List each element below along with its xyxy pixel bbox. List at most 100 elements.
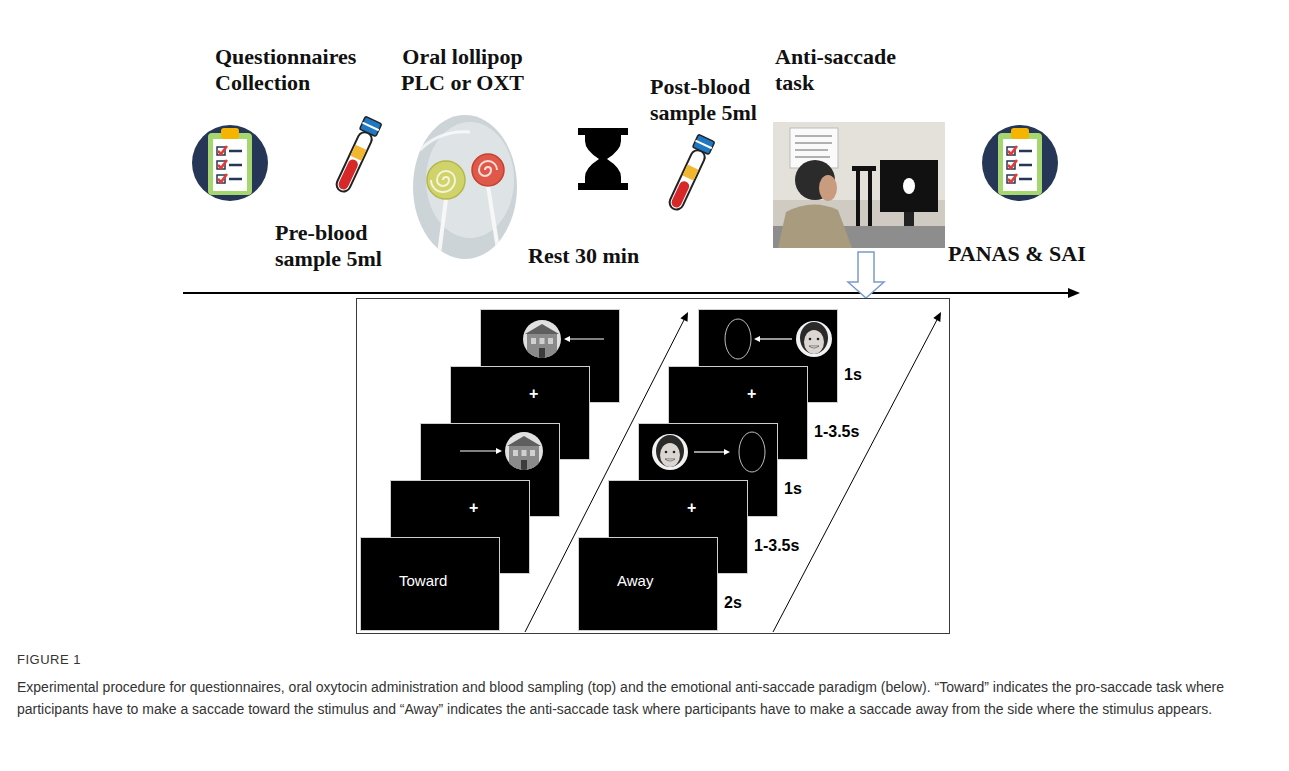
zoom-arrow bbox=[848, 252, 884, 298]
blood-tube-icon bbox=[665, 134, 714, 212]
clipboard-icon-part bbox=[1008, 160, 1017, 168]
face-picture-part bbox=[800, 322, 828, 354]
eye-tracker-photo-part bbox=[819, 175, 837, 201]
clipboard-icon-part bbox=[998, 133, 1042, 195]
eye-tracker-photo-part bbox=[880, 160, 938, 212]
building-picture-part bbox=[505, 432, 543, 470]
clipboard-icon-part bbox=[208, 133, 252, 195]
eye-tracker-photo-part bbox=[856, 168, 860, 226]
instruction-text: Toward bbox=[399, 571, 447, 591]
clipboard-icon bbox=[982, 125, 1058, 201]
face-picture-part bbox=[809, 338, 812, 341]
clipboard-icon-part bbox=[229, 150, 242, 153]
blood-tube-icon-part bbox=[670, 180, 691, 210]
blood-tube-icon-part bbox=[334, 130, 374, 194]
lollipop-photo-part bbox=[431, 171, 455, 192]
clipboard-icon bbox=[192, 125, 268, 201]
eye-tracker-photo-part bbox=[852, 166, 876, 171]
time-axis-arrowhead bbox=[680, 312, 688, 322]
eye-tracker-photo-part bbox=[904, 212, 914, 226]
blood-tube-icon-part bbox=[362, 123, 378, 131]
duration-label: 1s bbox=[784, 479, 802, 499]
blood-tube-icon-part bbox=[693, 134, 715, 154]
timeline-line bbox=[183, 292, 1070, 294]
step-label: PANAS & SAI bbox=[948, 241, 1086, 267]
building-picture-part bbox=[522, 450, 527, 456]
blood-tube-icon bbox=[332, 116, 381, 194]
duration-label: 1s bbox=[844, 365, 862, 385]
building-picture-part bbox=[507, 436, 541, 446]
building-picture-part bbox=[530, 450, 535, 456]
face-picture bbox=[652, 434, 688, 470]
step-label: Oral lollipop PLC or OXT bbox=[395, 44, 530, 96]
hourglass-icon-part bbox=[585, 135, 621, 183]
lollipop-photo-part bbox=[420, 132, 470, 150]
clipboard-icon-part bbox=[192, 125, 268, 201]
face-picture-part bbox=[817, 338, 820, 341]
clipboard-icon-part bbox=[213, 139, 247, 191]
building-stimulus-screen-part bbox=[570, 338, 604, 339]
fixation-cross: + bbox=[529, 384, 538, 404]
face-picture-part bbox=[809, 346, 819, 348]
lollipop-photo-part bbox=[438, 199, 446, 262]
face-picture-part bbox=[665, 459, 675, 461]
clipboard-icon-part bbox=[229, 178, 242, 181]
lollipop-photo-part bbox=[427, 161, 465, 199]
eye-tracker-photo-part bbox=[903, 178, 915, 194]
duration-label: 1-3.5s bbox=[754, 536, 799, 556]
step-label: Questionnaires Collection bbox=[215, 44, 380, 96]
face-stimulus-screen-part bbox=[724, 449, 730, 455]
clipboard-icon-part bbox=[218, 174, 227, 182]
building-stimulus-screen-part bbox=[564, 336, 570, 342]
lollipop-photo-part bbox=[410, 112, 520, 262]
lollipop-photo-part bbox=[472, 154, 504, 186]
face-picture-part bbox=[660, 443, 680, 467]
building-picture-part bbox=[527, 334, 557, 358]
blood-tube-icon-part bbox=[337, 158, 360, 191]
building-picture-part bbox=[540, 338, 545, 344]
face-stimulus-screen-part bbox=[694, 451, 724, 452]
lollipop-photo-part bbox=[426, 122, 514, 238]
face-picture-part bbox=[804, 330, 824, 354]
duration-label: 2s bbox=[724, 593, 742, 613]
hourglass-icon-part bbox=[578, 183, 628, 190]
lollipop-photo bbox=[410, 112, 520, 262]
building-picture-part bbox=[539, 348, 545, 358]
building-picture-part bbox=[509, 446, 539, 470]
paradigm-panel: 1s1-3.5s1s1-3.5s2sToward++Away++ bbox=[356, 298, 950, 634]
building-picture-part bbox=[513, 450, 518, 456]
building-picture-part bbox=[525, 324, 559, 334]
building-picture bbox=[523, 320, 561, 358]
clipboard-icon-part bbox=[1008, 146, 1017, 154]
eye-tracker-photo-part bbox=[868, 168, 872, 226]
blood-tube-icon-part bbox=[667, 148, 707, 212]
face-stimulus-screen-part bbox=[739, 432, 765, 472]
lollipop-photo-part bbox=[488, 186, 500, 262]
face-picture bbox=[796, 321, 832, 357]
clipboard-icon-part bbox=[218, 146, 227, 154]
hourglass-icon bbox=[578, 128, 628, 190]
blood-tube-icon-part bbox=[695, 141, 711, 149]
eye-tracker-photo-part bbox=[795, 142, 832, 144]
stimulus-screen: Toward bbox=[360, 537, 500, 631]
face-picture-part bbox=[796, 321, 832, 357]
time-axis-line bbox=[773, 316, 939, 632]
blood-tube-icon-part bbox=[360, 116, 382, 136]
figure-caption: Experimental procedure for questionnaire… bbox=[17, 676, 1272, 720]
face-picture-part bbox=[665, 451, 668, 454]
building-stimulus-screen-part bbox=[460, 450, 496, 451]
face-picture-part bbox=[656, 435, 684, 467]
step-label: Rest 30 min bbox=[528, 243, 639, 269]
eye-tracker-photo-part bbox=[795, 149, 828, 151]
hourglass-icon-part bbox=[578, 128, 628, 135]
face-picture-part bbox=[652, 434, 688, 470]
lollipop-photo-part bbox=[479, 161, 497, 176]
blood-tube-icon-part bbox=[350, 145, 366, 161]
clipboard-icon-part bbox=[1019, 178, 1032, 181]
clipboard-icon-part bbox=[1019, 164, 1032, 167]
face-stimulus-screen-part bbox=[760, 338, 792, 339]
eye-tracker-photo-part bbox=[778, 204, 852, 248]
clipboard-icon-part bbox=[218, 160, 227, 168]
duration-label: 1-3.5s bbox=[814, 422, 859, 442]
face-picture-part bbox=[673, 451, 676, 454]
